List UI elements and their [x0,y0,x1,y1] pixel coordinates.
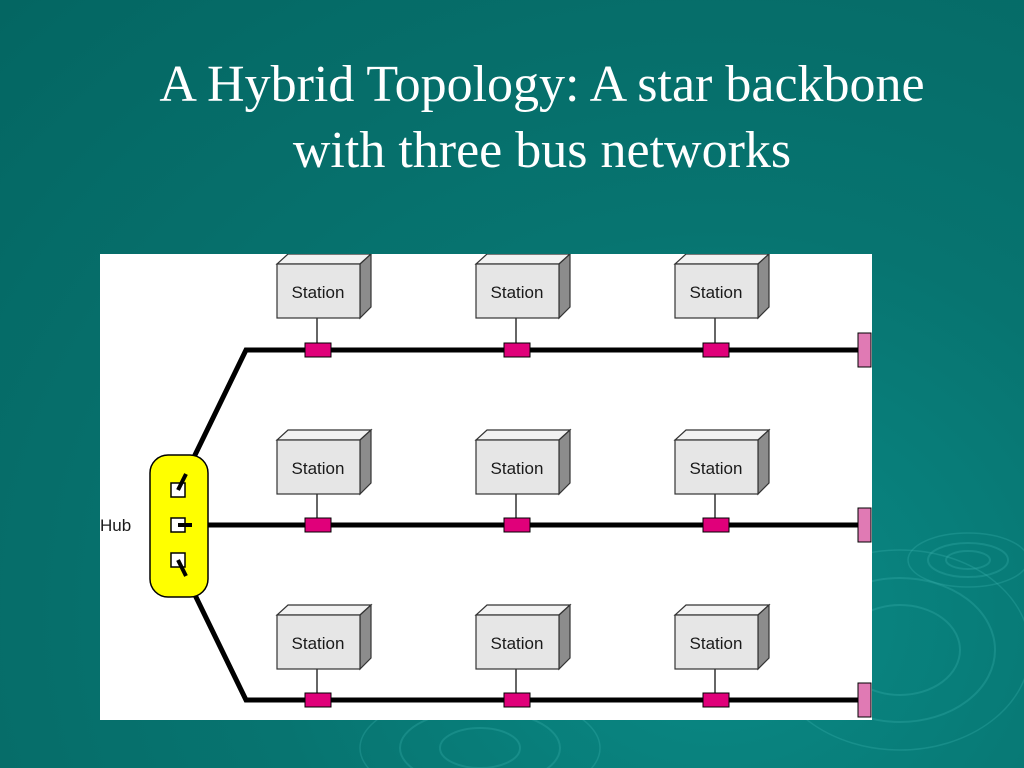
station-box: Station [275,603,373,671]
station-label: Station [292,459,345,478]
station-row-2: Station Station Station [275,428,771,496]
station-box: Station [275,254,372,320]
station-label: Station [491,283,544,302]
station-label: Station [292,634,345,653]
bus-connector [503,342,531,358]
station-box: Station [474,428,572,496]
hub-port-cable-1 [176,473,188,491]
bus-cable-1 [175,347,864,492]
bus-connector [503,517,531,533]
bus-terminator-2 [857,507,872,543]
station-box: Station [673,603,771,671]
station-row-3: Station Station Station [275,603,771,671]
bus-connector [702,342,730,358]
slide-title-line-2: with three bus networks [292,122,792,179]
bus-connector [304,342,332,358]
topology-diagram-svg: Hub [100,254,872,718]
bus-connector [503,692,531,708]
station-row-1: Station Station Station [275,254,770,320]
slide-title: A Hybrid Topology: A star backbone with … [60,52,1024,184]
station-box: Station [275,428,373,496]
bus-connector [702,517,730,533]
bus-terminator-1 [857,332,872,368]
station-label: Station [491,634,544,653]
station-label: Station [690,634,743,653]
topology-diagram: Hub [100,254,872,720]
station-box: Station [673,428,771,496]
bus-terminator-3 [857,682,872,718]
bus-connector [304,517,332,533]
slide-title-line-1: A Hybrid Topology: A star backbone [159,56,925,113]
bus-connector [702,692,730,708]
bus-cable-3 [175,558,864,703]
station-box: Station [673,254,770,320]
station-label: Station [292,283,345,302]
hub-label: Hub [100,516,131,535]
station-label: Station [690,459,743,478]
bus-connector [304,692,332,708]
station-label: Station [491,459,544,478]
station-label: Station [690,283,743,302]
station-box: Station [474,254,571,320]
hub-port-cable-3 [176,559,188,577]
station-box: Station [474,603,572,671]
